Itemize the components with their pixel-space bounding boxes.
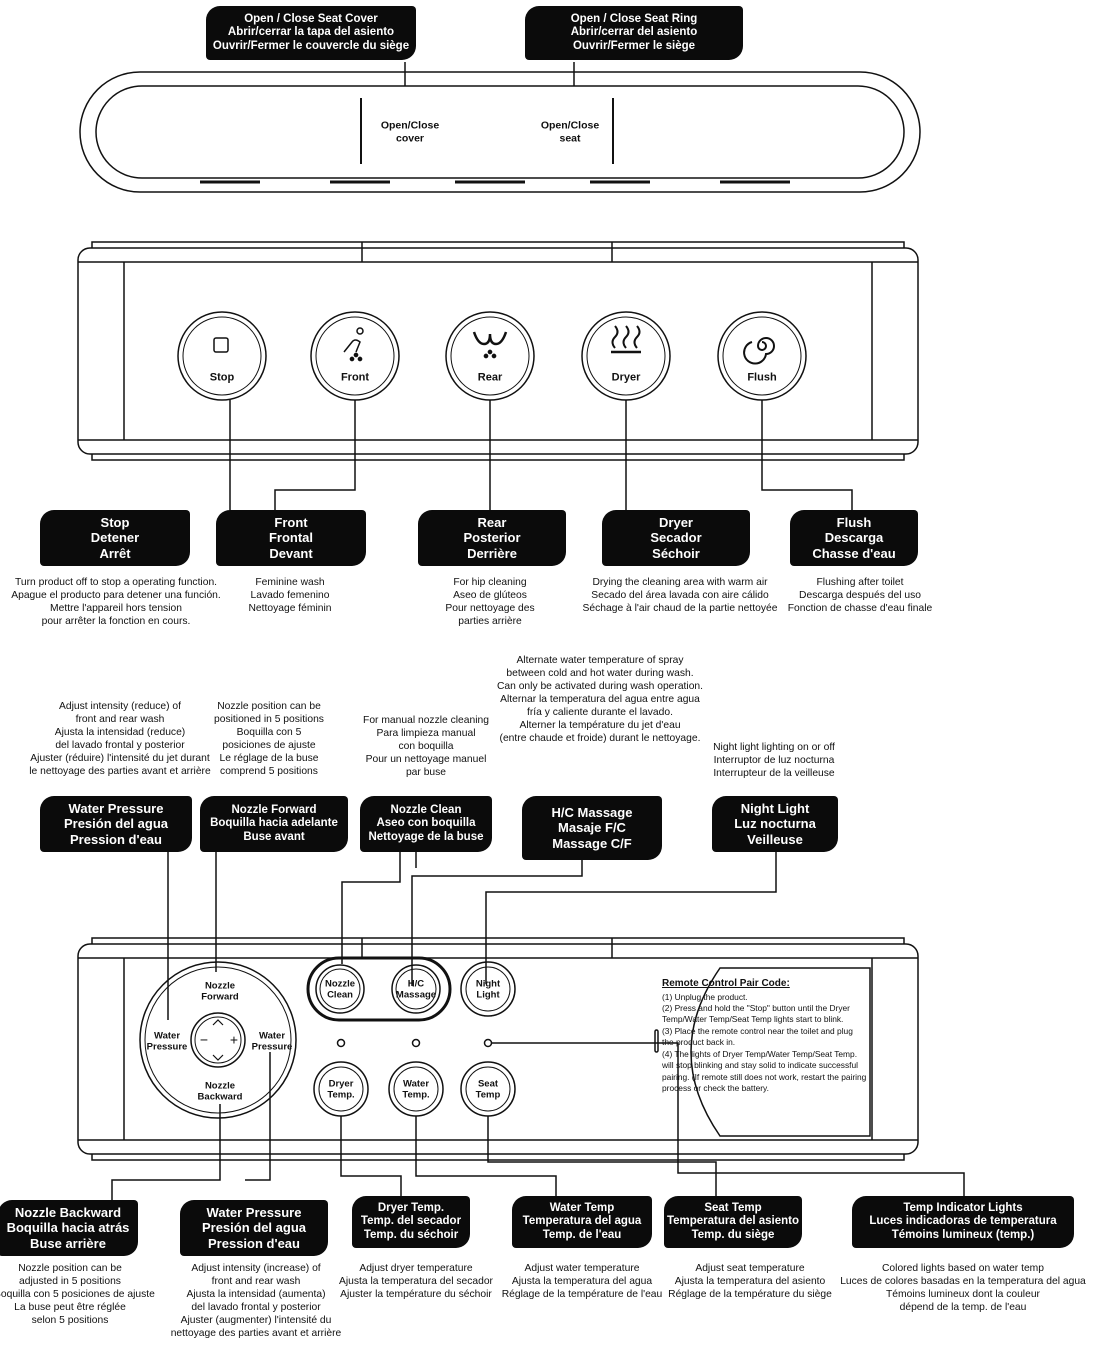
stop-square-icon	[213, 337, 229, 353]
pair-code-panel	[690, 967, 871, 1137]
clean-massage-pill	[306, 956, 452, 1022]
pair-code-instructions: Remote Control Pair Code: (1) Unplug the…	[662, 977, 872, 1094]
stop-description: Turn product off to stop a operating fun…	[11, 577, 221, 628]
water-pressure-plus-button[interactable]: +	[229, 1031, 239, 1048]
dryer-button[interactable]: Dryer	[611, 371, 641, 384]
front-button[interactable]: Front	[340, 371, 370, 384]
dpad-ring	[139, 961, 297, 1119]
seat-panel-outer	[79, 71, 921, 193]
main-buttons	[177, 311, 807, 401]
remote-panel	[77, 943, 919, 1155]
flush-swirl-icon	[743, 337, 775, 365]
front-wash-icon	[343, 327, 364, 362]
pair-code-title: Remote Control Pair Code:	[662, 978, 790, 989]
water-pressure-minus-button[interactable]: −	[199, 1031, 209, 1048]
rear-wash-icon	[472, 331, 508, 359]
flush-button[interactable]: Flush	[747, 371, 777, 384]
stop-button[interactable]: Stop	[209, 371, 235, 384]
dryer-heat-icon	[611, 325, 641, 354]
seat-panel-inner	[95, 85, 905, 179]
rear-button[interactable]: Rear	[477, 371, 503, 384]
main-panel	[77, 247, 919, 455]
